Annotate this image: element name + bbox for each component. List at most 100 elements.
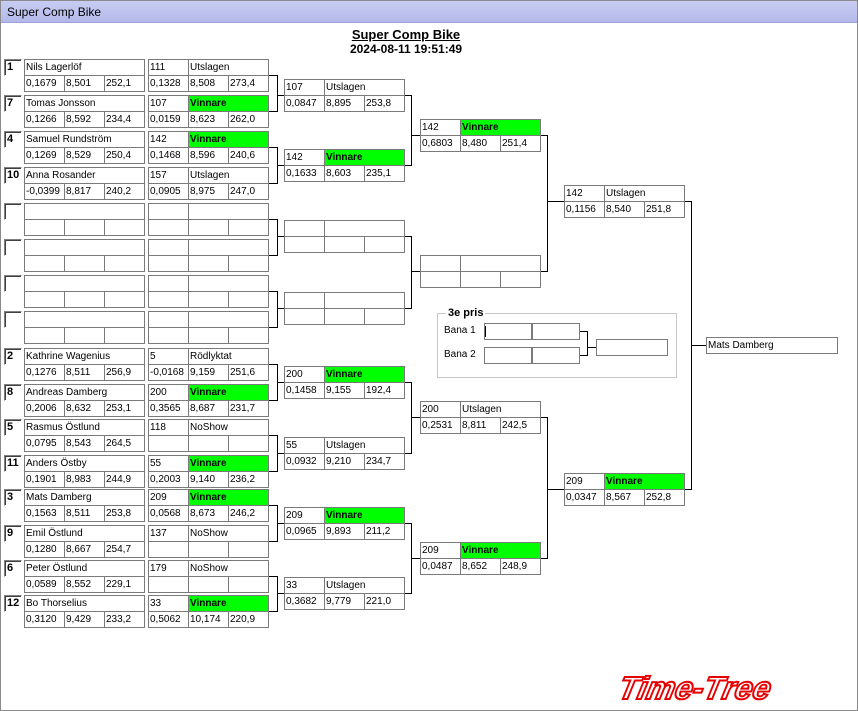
r2-speed[interactable]: 211,2: [364, 523, 405, 540]
r1-result[interactable]: Vinnare: [188, 455, 269, 472]
r1-reaction[interactable]: 0,1328: [148, 75, 189, 92]
r1-reaction[interactable]: 0,0159: [148, 111, 189, 128]
r1-result[interactable]: Vinnare: [188, 595, 269, 612]
r1-empty[interactable]: [188, 291, 229, 308]
r2-number[interactable]: 200: [284, 366, 325, 383]
r1-speed[interactable]: 262,0: [228, 111, 269, 128]
r4-speed[interactable]: 252,8: [644, 489, 685, 506]
r2-speed[interactable]: 235,1: [364, 165, 405, 182]
r1-speed[interactable]: 231,7: [228, 400, 269, 417]
rider-speed[interactable]: 254,7: [104, 541, 145, 558]
r1-empty[interactable]: [228, 291, 269, 308]
rider-name[interactable]: Emil Östlund: [24, 525, 145, 542]
third-place-winner[interactable]: [596, 339, 668, 356]
r1-empty[interactable]: [148, 275, 189, 292]
rider-et[interactable]: 8,632: [64, 400, 105, 417]
r2-result[interactable]: Utslagen: [324, 577, 405, 594]
rider-empty[interactable]: [64, 291, 105, 308]
r3-et[interactable]: 8,652: [460, 558, 501, 575]
r1-et[interactable]: 8,508: [188, 75, 229, 92]
r1-et[interactable]: 8,623: [188, 111, 229, 128]
r1-empty[interactable]: [148, 291, 189, 308]
r1-empty[interactable]: [228, 255, 269, 272]
r1-empty[interactable]: [148, 327, 189, 344]
r4-reaction[interactable]: 0,0347: [564, 489, 605, 506]
rider-speed[interactable]: 240,2: [104, 183, 145, 200]
r1-empty[interactable]: [148, 239, 189, 256]
rider-reaction[interactable]: 0,1276: [24, 364, 65, 381]
r1-number[interactable]: 157: [148, 167, 189, 184]
r1-result[interactable]: Vinnare: [188, 131, 269, 148]
rider-name-empty[interactable]: [24, 203, 145, 220]
r1-speed[interactable]: 251,6: [228, 364, 269, 381]
rider-name-empty[interactable]: [24, 275, 145, 292]
r1-result[interactable]: Vinnare: [188, 384, 269, 401]
r1-reaction[interactable]: 0,0905: [148, 183, 189, 200]
r2-et[interactable]: 8,603: [324, 165, 365, 182]
r2-speed[interactable]: 192,4: [364, 382, 405, 399]
rider-et[interactable]: 8,543: [64, 435, 105, 452]
r2-number[interactable]: [284, 292, 325, 309]
rider-reaction[interactable]: 0,2006: [24, 400, 65, 417]
r2-reaction[interactable]: 0,3682: [284, 593, 325, 610]
r1-result[interactable]: NoShow: [188, 560, 269, 577]
r2-speed[interactable]: 221,0: [364, 593, 405, 610]
rider-empty[interactable]: [104, 219, 145, 236]
r1-reaction[interactable]: 0,0568: [148, 505, 189, 522]
rider-et[interactable]: 8,983: [64, 471, 105, 488]
rider-empty[interactable]: [104, 327, 145, 344]
r4-et[interactable]: 8,567: [604, 489, 645, 506]
r2-number[interactable]: 209: [284, 507, 325, 524]
r1-empty[interactable]: [188, 255, 229, 272]
rider-empty[interactable]: [104, 291, 145, 308]
r1-number[interactable]: 209: [148, 489, 189, 506]
r4-number[interactable]: 142: [564, 185, 605, 202]
rider-reaction[interactable]: 0,1266: [24, 111, 65, 128]
rider-et[interactable]: 8,667: [64, 541, 105, 558]
r3-et[interactable]: 8,811: [460, 417, 501, 434]
rider-name[interactable]: Anders Östby: [24, 455, 145, 472]
r1-empty[interactable]: [228, 327, 269, 344]
r1-reaction[interactable]: -0,0168: [148, 364, 189, 381]
r1-number[interactable]: 142: [148, 131, 189, 148]
r3-result[interactable]: Vinnare: [460, 119, 541, 136]
r3-speed[interactable]: 242,5: [500, 417, 541, 434]
lane2-result[interactable]: [532, 347, 580, 364]
r1-number[interactable]: 107: [148, 95, 189, 112]
r2-reaction[interactable]: 0,1633: [284, 165, 325, 182]
rider-empty[interactable]: [24, 291, 65, 308]
rider-reaction[interactable]: 0,0795: [24, 435, 65, 452]
r1-number[interactable]: 33: [148, 595, 189, 612]
r3-reaction[interactable]: 0,0487: [420, 558, 461, 575]
rider-name[interactable]: Andreas Damberg: [24, 384, 145, 401]
rider-et[interactable]: 8,511: [64, 505, 105, 522]
rider-speed[interactable]: 233,2: [104, 611, 145, 628]
lane2-num[interactable]: [484, 347, 532, 364]
rider-speed[interactable]: 253,8: [104, 505, 145, 522]
title-bar[interactable]: Super Comp Bike: [1, 1, 857, 23]
rider-name[interactable]: Mats Damberg: [24, 489, 145, 506]
r2-et[interactable]: [324, 308, 365, 325]
rider-name-empty[interactable]: [24, 239, 145, 256]
rider-empty[interactable]: [64, 219, 105, 236]
r1-speed[interactable]: 246,2: [228, 505, 269, 522]
rider-speed[interactable]: 264,5: [104, 435, 145, 452]
r1-et[interactable]: [188, 541, 229, 558]
r2-reaction[interactable]: [284, 308, 325, 325]
r1-result[interactable]: Vinnare: [188, 489, 269, 506]
r1-number[interactable]: 118: [148, 419, 189, 436]
final-winner-name[interactable]: Mats Damberg: [706, 337, 838, 354]
r1-reaction[interactable]: 0,3565: [148, 400, 189, 417]
r1-et[interactable]: 9,159: [188, 364, 229, 381]
r1-speed[interactable]: 220,9: [228, 611, 269, 628]
r2-reaction[interactable]: 0,0965: [284, 523, 325, 540]
r1-result[interactable]: Rödlyktat: [188, 348, 269, 365]
r1-speed[interactable]: [228, 576, 269, 593]
r1-empty[interactable]: [188, 203, 269, 220]
r4-reaction[interactable]: 0,1156: [564, 201, 605, 218]
r2-number[interactable]: 107: [284, 79, 325, 96]
r1-empty[interactable]: [148, 203, 189, 220]
r1-number[interactable]: 5: [148, 348, 189, 365]
r2-et[interactable]: 9,779: [324, 593, 365, 610]
r2-result[interactable]: Utslagen: [324, 437, 405, 454]
